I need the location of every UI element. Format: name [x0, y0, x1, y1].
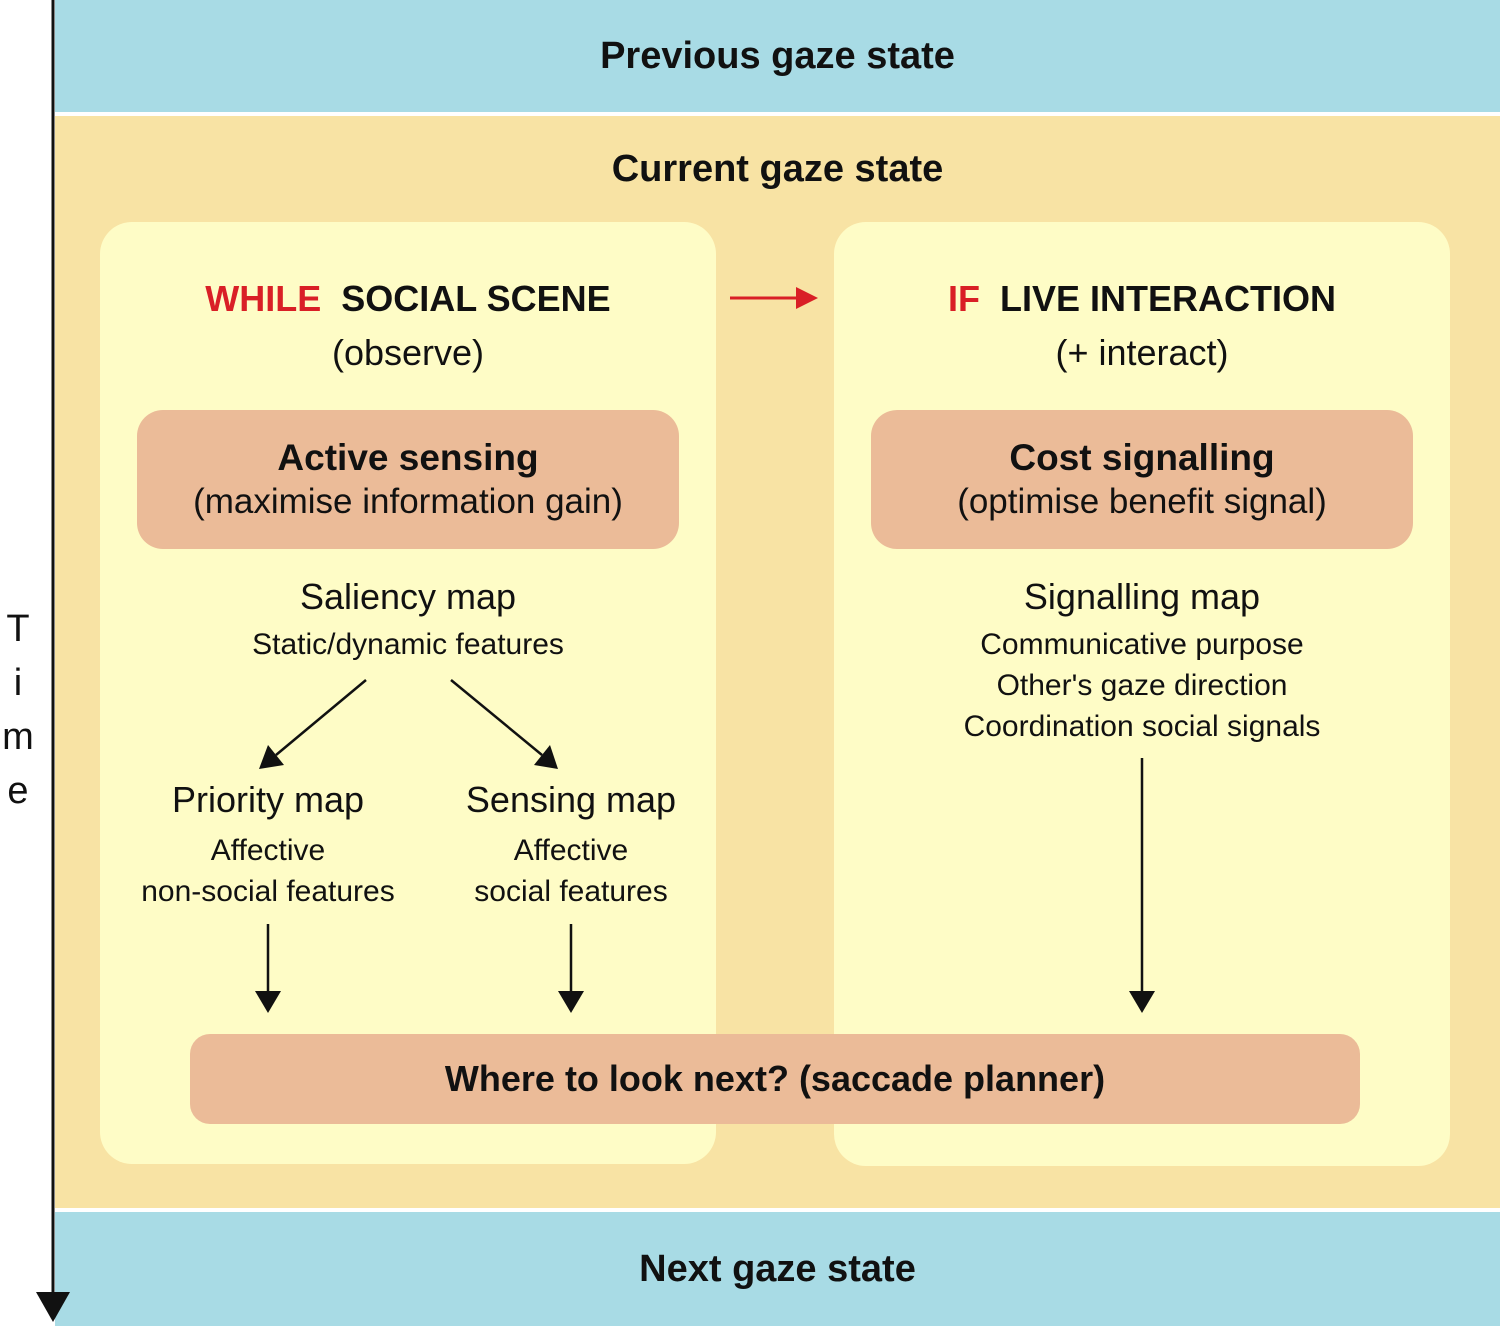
if-keyword: IF [947, 278, 980, 319]
red-arrow-head [796, 287, 818, 309]
priority-map-title: Priority map [171, 779, 365, 820]
signalling-to-planner-arrowhead [1129, 991, 1155, 1013]
saliency-to-priority-arrowhead [259, 745, 284, 769]
sensing-map-title: Sensing map [465, 779, 677, 820]
signalling-map-title: Signalling map [1023, 576, 1261, 617]
interact-subheading: (+ interact) [1055, 332, 1229, 373]
live-interaction-heading: IF LIVE INTERACTION [834, 278, 1450, 320]
current-gaze-state-label: Current gaze state [611, 148, 944, 190]
saliency-to-sensing-arrowhead [534, 745, 558, 769]
priority-map-desc-1: Affective [210, 834, 326, 867]
saccade-planner-box: Where to look next? (saccade planner) [190, 1034, 1360, 1124]
signalling-map-desc-3: Coordination social signals [963, 710, 1321, 743]
time-letter-m: m [2, 716, 34, 758]
saliency-map-desc: Static/dynamic features [252, 628, 564, 661]
sensing-map-desc-2: social features [474, 875, 668, 908]
time-letter-t: T [6, 608, 30, 650]
social-scene-heading: WHILE SOCIAL SCENE [100, 278, 716, 320]
social-scene-title: SOCIAL SCENE [341, 278, 611, 319]
sensing-to-planner-arrowhead [558, 991, 584, 1013]
time-letter-i: i [13, 662, 23, 704]
next-gaze-state-label: Next gaze state [639, 1247, 916, 1290]
previous-gaze-state-label: Previous gaze state [600, 34, 955, 77]
signalling-map-desc-2: Other's gaze direction [996, 669, 1288, 702]
cost-signalling-title: Cost signalling [1009, 436, 1275, 478]
cost-signalling-box: Cost signalling (optimise benefit signal… [871, 410, 1413, 549]
while-keyword: WHILE [205, 278, 322, 319]
priority-to-planner-arrowhead [255, 991, 281, 1013]
observe-subheading: (observe) [331, 332, 485, 373]
sensing-map-desc-1: Affective [513, 834, 629, 867]
active-sensing-box: Active sensing (maximise information gai… [137, 410, 679, 549]
active-sensing-title: Active sensing [277, 436, 539, 478]
saliency-to-priority-arrow [275, 679, 367, 756]
signalling-map-desc-1: Communicative purpose [980, 628, 1304, 661]
time-letter-e: e [7, 770, 29, 812]
priority-map-desc-2: non-social features [141, 875, 395, 908]
social-scene-panel [100, 222, 716, 1164]
previous-gaze-state: Previous gaze state [55, 0, 1500, 112]
saliency-to-sensing-arrow [450, 679, 543, 756]
time-axis-arrowhead [36, 1292, 70, 1322]
cost-signalling-subtitle: (optimise benefit signal) [957, 481, 1327, 521]
saliency-map-title: Saliency map [299, 576, 517, 617]
next-gaze-state: Next gaze state [55, 1212, 1500, 1326]
live-interaction-title: LIVE INTERACTION [1000, 278, 1337, 319]
active-sensing-subtitle: (maximise information gain) [193, 481, 623, 521]
saccade-planner-label: Where to look next? (saccade planner) [444, 1058, 1106, 1099]
